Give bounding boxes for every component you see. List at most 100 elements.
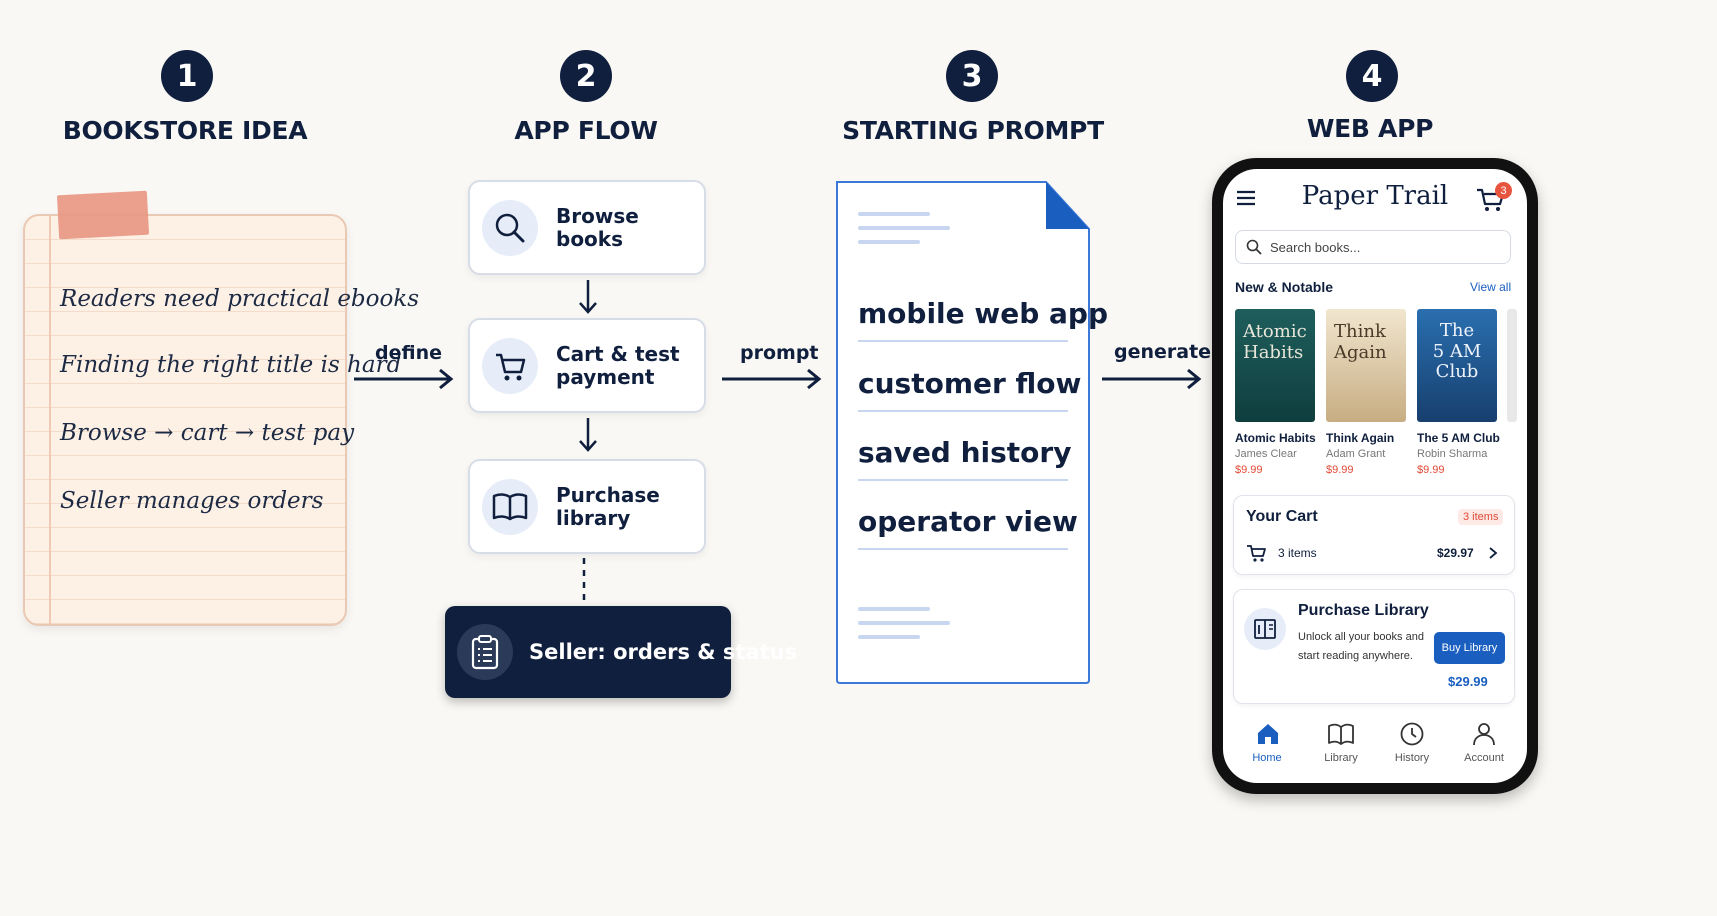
search-placeholder: Search books... bbox=[1270, 239, 1361, 255]
prompt-item-1: mobile web app bbox=[858, 297, 1108, 342]
tape-strip bbox=[56, 190, 150, 240]
hamburger-menu-icon[interactable] bbox=[1235, 189, 1257, 207]
book-title-1[interactable]: Atomic Habits bbox=[1235, 431, 1316, 445]
prompt-label: prompt bbox=[740, 342, 819, 364]
idea-note-3: Browse → cart → test pay bbox=[60, 420, 355, 446]
book-price-1: $9.99 bbox=[1235, 464, 1263, 476]
generate-arrow bbox=[1102, 368, 1202, 390]
library-icon[interactable] bbox=[1327, 721, 1355, 747]
idea-notepad bbox=[23, 214, 347, 626]
flow-label-library: Purchase library bbox=[556, 482, 660, 530]
cart-card-title: Your Cart bbox=[1246, 508, 1318, 525]
library-card-title: Purchase Library bbox=[1298, 602, 1429, 619]
flow-label-seller: Seller: orders & status bbox=[529, 640, 798, 664]
book-price-2: $9.99 bbox=[1326, 464, 1354, 476]
book-cover-atomic-habits[interactable]: Atomic Habits bbox=[1235, 309, 1315, 422]
flow-arrow-2 bbox=[579, 418, 597, 452]
doc-footer-line-2 bbox=[858, 621, 950, 625]
step-2-number: 2 bbox=[560, 50, 612, 102]
flow-card-seller: Seller: orders & status bbox=[445, 606, 797, 698]
cart-icon bbox=[482, 337, 538, 394]
search-icon bbox=[1246, 239, 1262, 255]
book-author-3: Robin Sharma bbox=[1417, 448, 1488, 460]
notepad-margin-line bbox=[49, 216, 51, 624]
book-cover-think-again[interactable]: Think Again bbox=[1326, 309, 1406, 422]
home-icon[interactable] bbox=[1255, 721, 1281, 747]
book-cover-2-line1: Think bbox=[1334, 321, 1386, 342]
flow-label-cart: Cart & test payment bbox=[556, 341, 680, 389]
purchase-library-card: Purchase Library Unlock all your books a… bbox=[1233, 589, 1515, 704]
library-price: $29.99 bbox=[1448, 674, 1488, 689]
flow-arrow-1 bbox=[579, 280, 597, 314]
prompt-item-3: saved history bbox=[858, 436, 1071, 481]
nav-account[interactable]: Account bbox=[1464, 752, 1504, 764]
book-cover-3-line1: The bbox=[1439, 320, 1475, 341]
step-1-title: BOOKSTORE IDEA bbox=[62, 116, 308, 145]
library-card-desc-1: Unlock all your books and bbox=[1298, 631, 1424, 643]
step-4-number: 4 bbox=[1346, 50, 1398, 102]
doc-header-line-3 bbox=[858, 240, 920, 244]
book-title-2[interactable]: Think Again bbox=[1326, 431, 1395, 445]
idea-note-1: Readers need practical ebooks bbox=[60, 286, 420, 312]
prompt-item-2: customer flow bbox=[858, 367, 1081, 412]
idea-note-4: Seller manages orders bbox=[60, 488, 324, 514]
prompt-arrow bbox=[722, 368, 822, 390]
open-book-icon bbox=[482, 478, 538, 535]
book-cover-2-line2: Again bbox=[1334, 341, 1387, 363]
history-icon[interactable] bbox=[1399, 721, 1425, 747]
generate-label: generate bbox=[1114, 341, 1212, 363]
step-1-number: 1 bbox=[161, 50, 213, 102]
prompt-document bbox=[836, 181, 1090, 684]
nav-library[interactable]: Library bbox=[1324, 752, 1358, 764]
book-title-3[interactable]: The 5 AM Club bbox=[1417, 431, 1500, 445]
buy-library-button[interactable]: Buy Library bbox=[1434, 632, 1505, 664]
book-cover-1-line2: Habits bbox=[1243, 341, 1304, 363]
flow-label-cart-line2: payment bbox=[556, 364, 655, 389]
book-cover-peek bbox=[1507, 309, 1517, 422]
flow-card-browse: Browse books bbox=[468, 180, 706, 275]
flow-card-cart: Cart & test payment bbox=[468, 318, 706, 413]
doc-header-line-2 bbox=[858, 226, 950, 230]
flow-label-cart-line1: Cart & test bbox=[556, 341, 680, 366]
library-icon-circle bbox=[1244, 608, 1286, 650]
step-2-title: APP FLOW bbox=[514, 116, 658, 145]
doc-footer-line-1 bbox=[858, 607, 930, 611]
book-price-3: $9.99 bbox=[1417, 464, 1445, 476]
clipboard-icon bbox=[457, 624, 513, 680]
book-cover-3-line2: 5 AM bbox=[1432, 340, 1482, 362]
cart-icon bbox=[1247, 545, 1266, 562]
step-3-title: STARTING PROMPT bbox=[842, 116, 1104, 145]
chevron-right-icon[interactable] bbox=[1488, 546, 1498, 560]
step-4-title: WEB APP bbox=[1306, 114, 1434, 143]
cart-total: $29.97 bbox=[1437, 546, 1474, 560]
doc-footer-line-3 bbox=[858, 635, 920, 639]
flow-dashed-connector bbox=[582, 558, 586, 602]
flow-card-library: Purchase library bbox=[468, 459, 706, 554]
nav-history[interactable]: History bbox=[1394, 752, 1430, 764]
doc-header-line-1 bbox=[858, 212, 930, 216]
idea-note-2: Finding the right title is hard bbox=[60, 352, 402, 378]
book-cover-5am-club[interactable]: The 5 AM Club bbox=[1417, 309, 1497, 422]
library-card-desc-2: start reading anywhere. bbox=[1298, 650, 1413, 662]
cart-items-badge: 3 items bbox=[1458, 509, 1504, 525]
step-3-number: 3 bbox=[946, 50, 998, 102]
account-icon[interactable] bbox=[1471, 721, 1497, 747]
search-icon bbox=[482, 199, 538, 256]
book-library-icon bbox=[1254, 619, 1276, 639]
book-author-2: Adam Grant bbox=[1326, 448, 1386, 460]
cart-item-count: 3 items bbox=[1278, 546, 1317, 560]
nav-home[interactable]: Home bbox=[1252, 752, 1282, 764]
book-cover-3-line3: Club bbox=[1435, 361, 1479, 383]
view-all-link[interactable]: View all bbox=[1470, 280, 1512, 294]
cart-count-badge: 3 bbox=[1495, 182, 1512, 199]
cart-card[interactable]: Your Cart 3 items 3 items $29.97 bbox=[1233, 495, 1515, 575]
prompt-item-4: operator view bbox=[858, 505, 1078, 550]
define-label: define bbox=[375, 342, 442, 364]
app-title: Paper Trail bbox=[1301, 181, 1449, 211]
book-cover-1-line1: Atomic bbox=[1243, 321, 1307, 342]
define-arrow bbox=[354, 368, 454, 390]
search-input[interactable]: Search books... bbox=[1235, 230, 1511, 264]
book-author-1: James Clear bbox=[1235, 448, 1297, 460]
flow-label-browse: Browse books bbox=[556, 203, 639, 251]
phone-screen: Paper Trail 3 Search books... New & Nota… bbox=[1223, 169, 1527, 783]
